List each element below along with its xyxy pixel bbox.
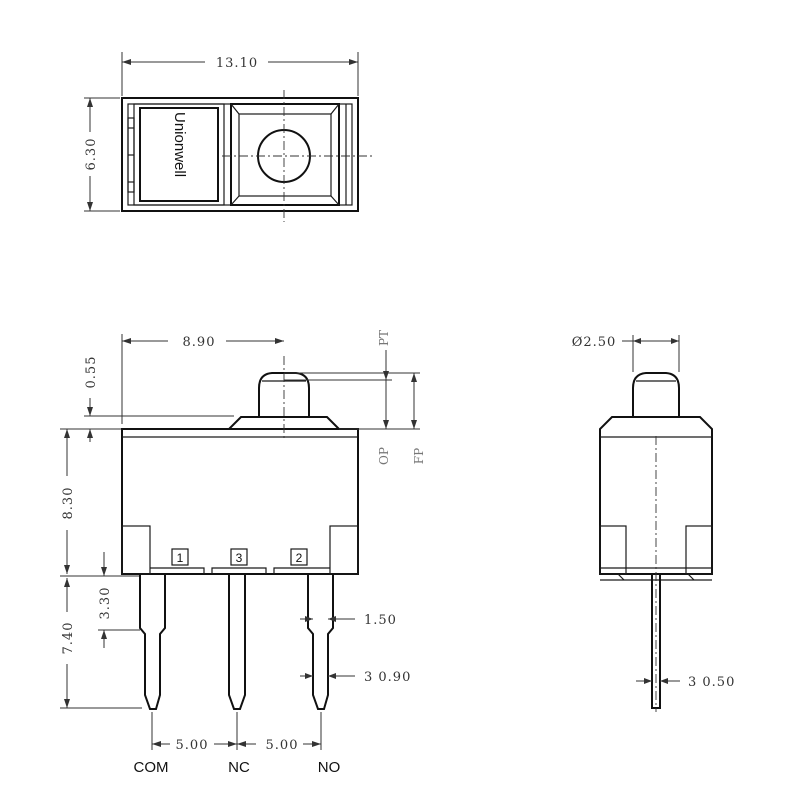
terminal-label-com: COM [134, 759, 169, 776]
top-body-inner [127, 103, 353, 206]
pin-number: 3 [236, 551, 243, 565]
dim-body-height: 8.30 [61, 487, 76, 520]
arrow-icon [87, 202, 93, 211]
arrow-icon [328, 673, 336, 679]
dim-terminal-width: 1.50 [364, 613, 397, 628]
top-view: 13.10 6.30 Unionwell [84, 52, 372, 222]
arrow-icon [87, 429, 93, 438]
dim-shoulder: 3.30 [98, 587, 113, 620]
arrow-icon [383, 371, 389, 380]
arrow-icon [411, 373, 417, 382]
dim-top-height: 6.30 [84, 138, 99, 171]
front-view: 8.90 0.55 8.30 7.40 3.30 [60, 330, 426, 776]
actuator-housing [230, 103, 340, 206]
pin-number: 2 [296, 551, 303, 565]
label-panel [139, 107, 219, 202]
arrow-icon [275, 338, 284, 344]
arrow-icon [64, 429, 70, 438]
plunger-shoulder [228, 416, 340, 430]
label-frame [133, 103, 225, 206]
actuator-window [238, 113, 332, 197]
terminal-label-nc: NC [228, 759, 250, 776]
dim-pitch-right: 5.00 [266, 738, 299, 753]
label-pt: PT [377, 330, 391, 346]
pin-number-box [290, 548, 308, 566]
label-fp: FP [412, 448, 426, 464]
arrow-icon [64, 578, 70, 587]
side-view: Ø2.50 3 0.50 [572, 335, 735, 712]
arrow-icon [237, 741, 246, 747]
terminal-nc [228, 574, 246, 710]
arrow-icon [64, 699, 70, 708]
dim-top-width: 13.10 [216, 56, 258, 71]
pin-number: 1 [177, 551, 184, 565]
arrow-icon [660, 678, 668, 684]
arrow-icon [122, 338, 131, 344]
dim-terminal-thickness-side: 3 0.50 [688, 675, 735, 690]
corner-boss [329, 525, 359, 575]
arrow-icon [633, 338, 641, 344]
corner-boss [685, 525, 713, 575]
dim-terminal-thickness: 3 0.90 [364, 670, 411, 685]
arrow-icon [671, 338, 679, 344]
arrow-icon [152, 741, 161, 747]
corner-boss [599, 525, 627, 575]
arrow-icon [349, 59, 358, 65]
arrow-icon [305, 616, 313, 622]
terminal-com [139, 574, 166, 710]
arrow-icon [64, 565, 70, 574]
plunger-side [632, 372, 680, 417]
top-body-outline [121, 97, 359, 212]
dim-terminal-length: 7.40 [61, 622, 76, 655]
pin-number-box [230, 548, 248, 566]
arrow-icon [328, 616, 336, 622]
arrow-icon [101, 567, 107, 576]
arrow-icon [101, 630, 107, 639]
terminal-no [307, 574, 334, 710]
corner-boss [121, 525, 151, 575]
dim-plunger-offset: 8.90 [183, 335, 216, 350]
terminal-label-no: NO [318, 759, 341, 776]
pin-number-box [171, 548, 189, 566]
arrow-icon [411, 420, 417, 429]
label-op: OP [377, 447, 391, 465]
arrow-icon [87, 98, 93, 107]
dim-plunger-diameter: Ø2.50 [572, 335, 617, 350]
arrow-icon [644, 678, 652, 684]
brand-label: Unionwell [171, 112, 188, 177]
arrow-icon [228, 741, 237, 747]
arrow-icon [87, 407, 93, 416]
dim-plunger-protrusion: 0.55 [84, 356, 99, 389]
arrow-icon [305, 673, 313, 679]
arrow-icon [312, 741, 321, 747]
dim-pitch-left: 5.00 [176, 738, 209, 753]
arrow-icon [383, 420, 389, 429]
arrow-icon [122, 59, 131, 65]
